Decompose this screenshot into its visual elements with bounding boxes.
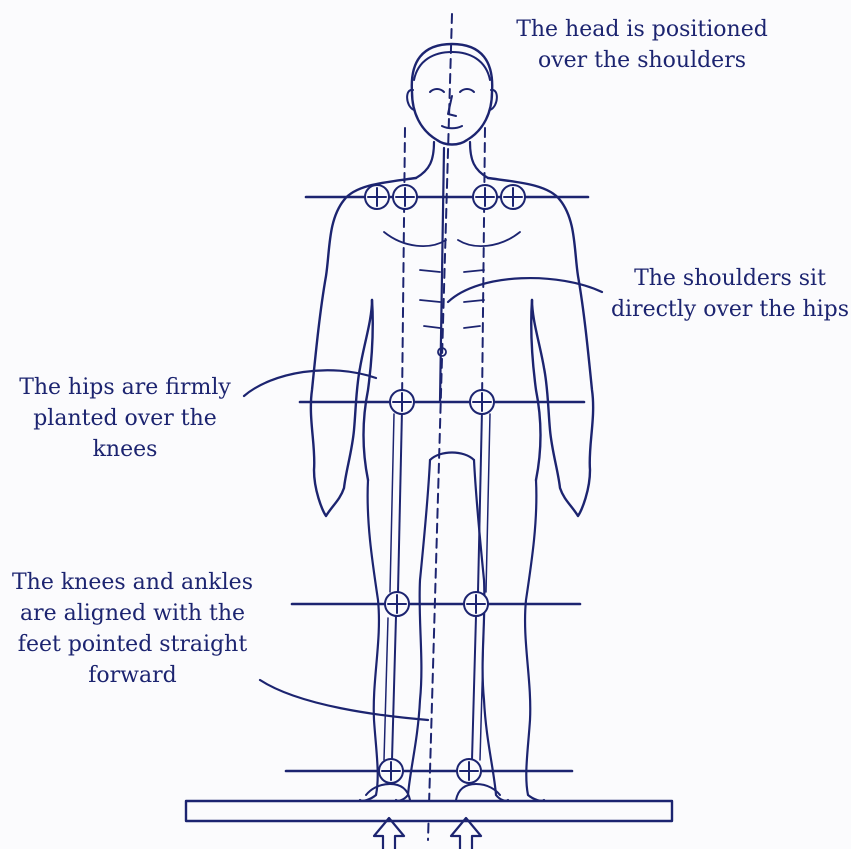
circle-plus-icon: [390, 390, 414, 414]
eye-right: [460, 89, 474, 92]
annotation-shoulders: The shoulders sit directly over the hips: [600, 263, 851, 325]
annotation-head: The head is positioned over the shoulder…: [492, 14, 792, 76]
circle-plus-icon: [457, 759, 481, 783]
circle-plus-icon: [501, 185, 525, 209]
circle-plus-icon: [385, 592, 409, 616]
circle-plus-icon: [464, 592, 488, 616]
eye-left: [430, 89, 444, 92]
circle-plus-icon: [365, 185, 389, 209]
neck: [416, 142, 488, 178]
mouth: [442, 126, 462, 128]
circle-plus-icon: [393, 185, 417, 209]
femur-right-b: [486, 414, 490, 592]
alignment-line-left: [402, 128, 405, 404]
up-arrow-icon: [374, 818, 404, 849]
annotation-knees: The knees and ankles are aligned with th…: [0, 567, 265, 691]
nose: [448, 96, 456, 116]
foot-right: [456, 784, 500, 800]
crotch: [430, 453, 474, 461]
leader-knees: [260, 680, 428, 720]
torso-right: [488, 178, 593, 516]
annotation-hips: The hips are firmly planted over the kne…: [0, 372, 250, 465]
femur-left: [398, 410, 402, 592]
tibia-right: [472, 616, 476, 760]
femur-left-b: [390, 414, 394, 592]
circle-plus-icon: [379, 759, 403, 783]
circle-plus-icon: [470, 390, 494, 414]
floor-plate: [186, 801, 672, 821]
tibia-left-b: [384, 618, 388, 760]
alignment-line-right: [482, 128, 485, 404]
plumb-line: [428, 14, 452, 840]
tibia-left: [392, 616, 396, 760]
circle-plus-icon: [473, 185, 497, 209]
up-arrow-icon: [451, 818, 481, 849]
hair-outline: [414, 52, 490, 80]
leg-right-outline: [474, 460, 544, 801]
head-outline: [412, 44, 492, 145]
